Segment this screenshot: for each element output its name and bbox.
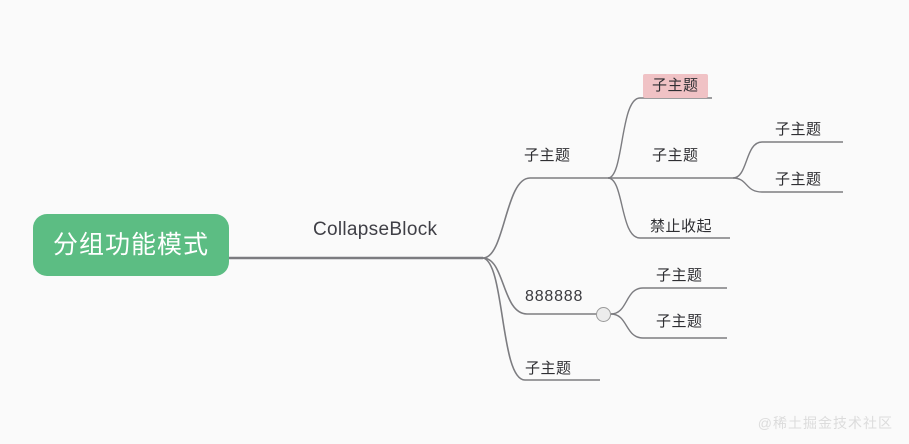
root-node-label: 分组功能模式 [52,230,209,259]
node-collapse-block[interactable]: CollapseBlock [313,220,437,239]
node-branch-a-label: 子主题 [524,147,571,164]
node-branch-b-label: 888888 [525,288,584,305]
watermark-text: @稀土掘金技术社区 [757,415,893,431]
node-branch-b-child-top[interactable]: 子主题 [656,268,703,283]
node-branch-b[interactable]: 888888 [525,289,583,305]
node-no-collapse[interactable]: 禁止收起 [650,219,712,234]
node-collapse-block-label: CollapseBlock [313,219,438,240]
node-branch-a-middle[interactable]: 子主题 [652,148,699,163]
watermark: @稀土掘金技术社区 [758,413,893,433]
node-branch-c[interactable]: 子主题 [525,361,572,376]
node-selected-subtopic-label: 子主题 [652,77,699,94]
node-leaf-top[interactable]: 子主题 [775,122,822,137]
node-leaf-top-label: 子主题 [775,121,822,138]
collapse-toggle-icon[interactable] [596,307,611,322]
node-branch-c-label: 子主题 [525,360,572,377]
node-branch-b-child-bottom[interactable]: 子主题 [656,314,703,329]
node-branch-b-child-bottom-label: 子主题 [656,313,703,330]
node-branch-b-child-top-label: 子主题 [656,267,703,284]
node-no-collapse-label: 禁止收起 [650,218,713,235]
root-node[interactable]: 分组功能模式 [33,214,229,276]
node-branch-a-middle-label: 子主题 [652,147,699,164]
node-selected-subtopic[interactable]: 子主题 [643,74,708,98]
node-branch-a[interactable]: 子主题 [524,148,571,163]
node-leaf-bottom[interactable]: 子主题 [775,172,822,187]
node-leaf-bottom-label: 子主题 [775,171,822,188]
